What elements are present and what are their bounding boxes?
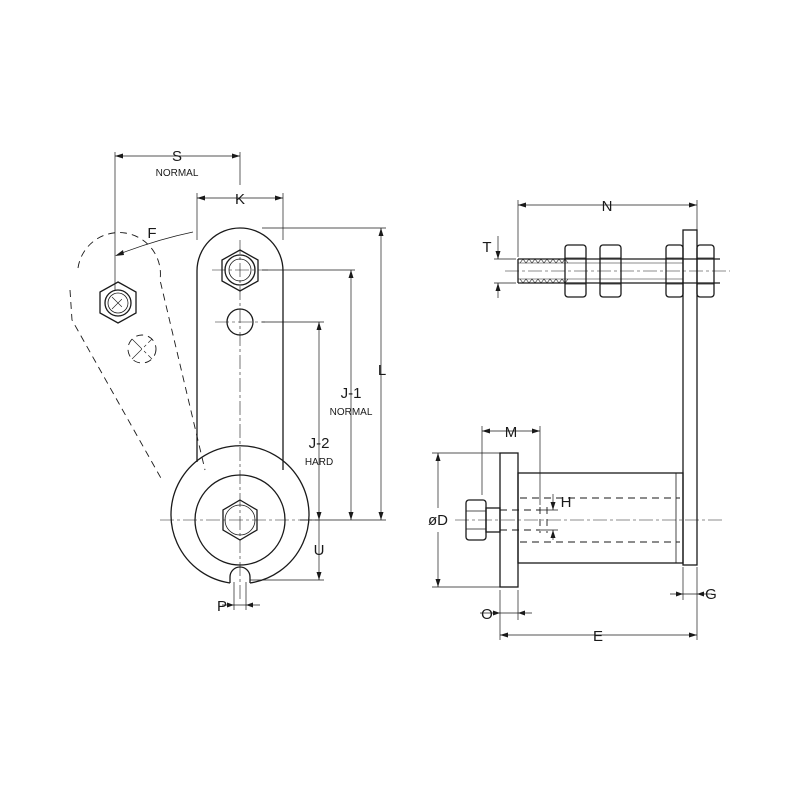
hub-body <box>499 452 684 588</box>
side-view <box>432 200 730 640</box>
label-h: H <box>561 494 572 511</box>
label-g: G <box>705 586 717 603</box>
label-k: K <box>235 191 245 208</box>
label-n: N <box>602 198 613 215</box>
label-s-normal: NORMAL <box>156 168 199 179</box>
arm-body <box>196 227 284 470</box>
label-u: U <box>314 542 325 559</box>
label-d: øD <box>428 512 448 529</box>
label-j1: J-1 <box>341 385 362 402</box>
label-t: T <box>482 239 491 256</box>
arm-plate <box>682 229 698 566</box>
front-view <box>69 152 386 610</box>
label-s: S <box>172 148 182 165</box>
label-m: M <box>505 424 518 441</box>
label-j1-normal: NORMAL <box>330 407 373 418</box>
label-f: F <box>147 225 156 242</box>
label-l: L <box>378 362 386 379</box>
label-p: P <box>217 598 227 615</box>
arm-alternate-position <box>69 232 206 481</box>
label-j2-hard: HARD <box>305 457 333 468</box>
label-j2: J-2 <box>309 435 330 452</box>
label-o: O <box>481 606 493 623</box>
label-e: E <box>593 628 603 645</box>
alt-hex-nut <box>99 281 137 324</box>
